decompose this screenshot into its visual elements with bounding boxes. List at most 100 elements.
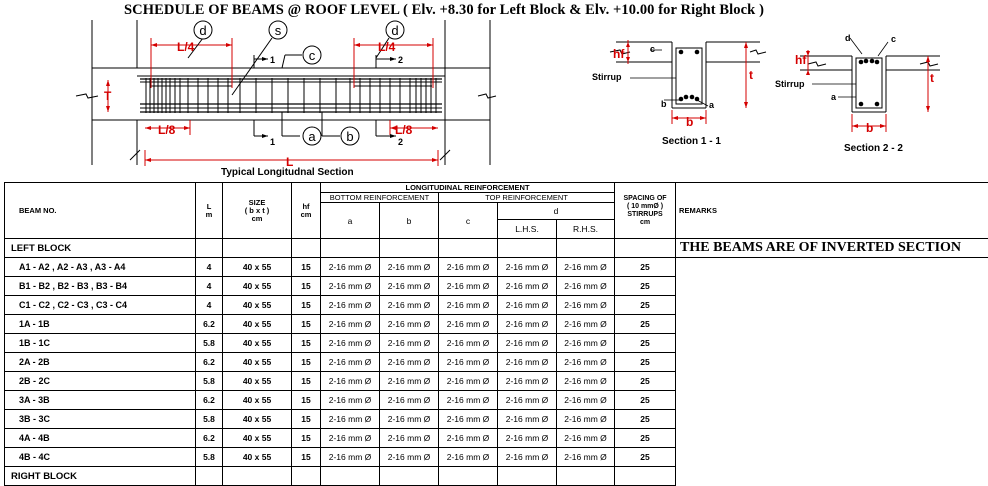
rebar-b-cell: 2-16 mm Ø <box>380 296 439 315</box>
header-beam-no: BEAM NO. <box>5 183 196 239</box>
size-cell: 40 x 55 <box>223 296 292 315</box>
rebar-c-cell: 2-16 mm Ø <box>439 372 498 391</box>
section-1-caption: Section 1 - 1 <box>662 136 721 147</box>
size-cell: 40 x 55 <box>223 448 292 467</box>
rebar-d-rhs-cell: 2-16 mm Ø <box>557 429 615 448</box>
section-spacer <box>557 239 615 258</box>
dim-l4-left: L/4 <box>177 40 195 54</box>
flange-thickness-cell: 15 <box>292 410 321 429</box>
longitudinal-section-drawing: d s c d a b 1 2 1 2 L/4 L/4 L/8 L/8 L T … <box>0 0 988 182</box>
section-spacer <box>196 239 223 258</box>
rebar-b-cell: 2-16 mm Ø <box>380 277 439 296</box>
rebar-b-cell: 2-16 mm Ø <box>380 429 439 448</box>
rebar-b-cell: 2-16 mm Ø <box>380 334 439 353</box>
span-length-cell: 5.8 <box>196 410 223 429</box>
section-spacer <box>321 467 380 486</box>
size-cell: 40 x 55 <box>223 372 292 391</box>
dim-t: T <box>104 89 112 103</box>
span-length-cell: 5.8 <box>196 334 223 353</box>
rebar-c-cell: 2-16 mm Ø <box>439 277 498 296</box>
span-length-cell: 5.8 <box>196 448 223 467</box>
header-spacing-2: ( 10 mmØ ) <box>627 203 663 210</box>
sec1-t: t <box>749 68 753 82</box>
header-a: a <box>321 203 380 239</box>
tag-d-right: d <box>391 23 398 38</box>
stirrup-spacing-cell: 25 <box>615 372 676 391</box>
section-spacer <box>223 239 292 258</box>
rebar-d-rhs-cell: 2-16 mm Ø <box>557 277 615 296</box>
stirrup-spacing-cell: 25 <box>615 429 676 448</box>
section-spacer <box>292 467 321 486</box>
sec2-a: a <box>831 92 837 102</box>
rebar-b-cell: 2-16 mm Ø <box>380 391 439 410</box>
span-length-cell: 4 <box>196 277 223 296</box>
section-spacer <box>439 467 498 486</box>
flange-thickness-cell: 15 <box>292 391 321 410</box>
stirrup-spacing-cell: 25 <box>615 258 676 277</box>
rebar-d-rhs-cell: 2-16 mm Ø <box>557 296 615 315</box>
stirrup-spacing-cell: 25 <box>615 296 676 315</box>
remarks-text: THE BEAMS ARE OF INVERTED SECTION <box>680 240 961 255</box>
section-spacer <box>615 467 676 486</box>
flange-thickness-cell: 15 <box>292 296 321 315</box>
cut-1-bottom: 1 <box>270 137 275 147</box>
span-length-cell: 4 <box>196 296 223 315</box>
section-spacer <box>557 467 615 486</box>
beam-no-cell: 3A - 3B <box>5 391 196 410</box>
tag-c: c <box>309 48 316 63</box>
rebar-d-rhs-cell: 2-16 mm Ø <box>557 258 615 277</box>
beam-no-cell: A1 - A2 , A2 - A3 , A3 - A4 <box>5 258 196 277</box>
beam-no-cell: 4A - 4B <box>5 429 196 448</box>
rebar-b-cell: 2-16 mm Ø <box>380 258 439 277</box>
sec2-d: d <box>845 33 851 43</box>
stirrup-spacing-cell: 25 <box>615 448 676 467</box>
rebar-d-rhs-cell: 2-16 mm Ø <box>557 391 615 410</box>
section-spacer <box>498 239 557 258</box>
size-cell: 40 x 55 <box>223 410 292 429</box>
rebar-b-cell: 2-16 mm Ø <box>380 372 439 391</box>
stirrup-spacing-cell: 25 <box>615 334 676 353</box>
dim-l4-right: L/4 <box>378 40 396 54</box>
cut-1-top: 1 <box>270 55 275 65</box>
tag-b: b <box>346 129 353 144</box>
sec2-b: b <box>866 121 873 135</box>
rebar-c-cell: 2-16 mm Ø <box>439 334 498 353</box>
header-spacing-4: cm <box>640 219 650 226</box>
rebar-b-cell: 2-16 mm Ø <box>380 353 439 372</box>
cut-2-top: 2 <box>398 55 403 65</box>
size-cell: 40 x 55 <box>223 258 292 277</box>
rebar-d-lhs-cell: 2-16 mm Ø <box>498 334 557 353</box>
header-remarks: REMARKS <box>676 183 988 239</box>
span-length-cell: 6.2 <box>196 315 223 334</box>
beam-no-cell: 1B - 1C <box>5 334 196 353</box>
span-length-cell: 6.2 <box>196 391 223 410</box>
flange-thickness-cell: 15 <box>292 277 321 296</box>
span-length-cell: 6.2 <box>196 429 223 448</box>
header-lhs: L.H.S. <box>498 220 557 239</box>
rebar-d-lhs-cell: 2-16 mm Ø <box>498 429 557 448</box>
rebar-a-cell: 2-16 mm Ø <box>321 391 380 410</box>
rebar-a-cell: 2-16 mm Ø <box>321 277 380 296</box>
section-spacer <box>292 239 321 258</box>
sec1-b-small: b <box>661 99 667 109</box>
section-spacer <box>380 239 439 258</box>
sec1-c: c <box>650 44 655 54</box>
rebar-d-rhs-cell: 2-16 mm Ø <box>557 410 615 429</box>
rebar-a-cell: 2-16 mm Ø <box>321 429 380 448</box>
section-spacer <box>498 467 557 486</box>
size-cell: 40 x 55 <box>223 277 292 296</box>
right-block-label: RIGHT BLOCK <box>5 467 196 486</box>
flange-thickness-cell: 15 <box>292 353 321 372</box>
header-bottom-reinf: BOTTOM REINFORCEMENT <box>321 193 439 203</box>
rebar-c-cell: 2-16 mm Ø <box>439 391 498 410</box>
header-hf-unit: cm <box>301 210 312 219</box>
rebar-c-cell: 2-16 mm Ø <box>439 448 498 467</box>
rebar-c-cell: 2-16 mm Ø <box>439 353 498 372</box>
header-rhs: R.H.S. <box>557 220 615 239</box>
